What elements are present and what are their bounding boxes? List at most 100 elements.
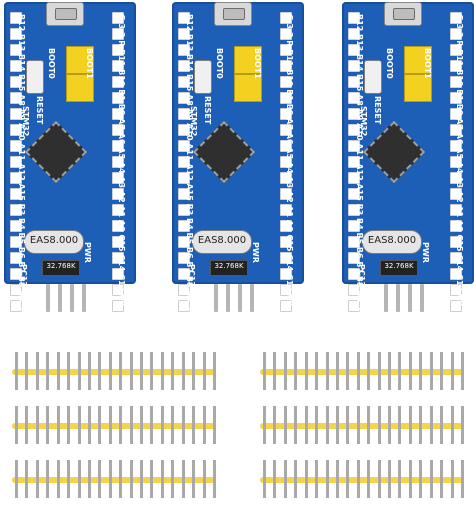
rtc-label: 32.768K xyxy=(214,262,244,270)
header-pin xyxy=(67,406,71,444)
header-pin xyxy=(98,406,102,444)
header-pin xyxy=(171,352,175,390)
header-pin xyxy=(315,352,319,390)
header-pin xyxy=(181,460,185,498)
header-pin xyxy=(192,460,196,498)
header-pin xyxy=(398,352,402,390)
header-pin xyxy=(283,460,287,498)
reset-button xyxy=(364,60,382,94)
header-pin xyxy=(35,460,39,498)
header-pin xyxy=(15,406,18,444)
header-pin xyxy=(67,352,71,390)
header-pin xyxy=(87,460,91,498)
reset-label: RESET xyxy=(203,96,212,125)
bottom-pins xyxy=(46,284,90,312)
crystal: EAS8.000 xyxy=(24,230,84,254)
header-pin xyxy=(25,352,29,390)
usb-opening xyxy=(55,8,77,20)
header-pin xyxy=(273,406,277,444)
header-pin xyxy=(119,406,123,444)
crystal-label: EAS8.000 xyxy=(367,235,417,246)
header-pin xyxy=(325,352,329,390)
header-pin xyxy=(346,352,350,390)
header-pin xyxy=(46,352,50,390)
header-pin xyxy=(377,460,381,498)
header-pin xyxy=(171,406,175,444)
header-pin xyxy=(388,406,392,444)
header-pin xyxy=(408,460,412,498)
header-pin xyxy=(429,406,433,444)
header-pin xyxy=(77,406,81,444)
header-pin xyxy=(429,460,433,498)
header-pin xyxy=(192,406,196,444)
header-pin xyxy=(419,460,423,498)
header-pin xyxy=(294,352,298,390)
header-pin xyxy=(398,406,402,444)
header-pin xyxy=(35,352,39,390)
pwr-label: PWR xyxy=(251,242,260,263)
boot1-jumper xyxy=(234,74,262,102)
header-pin xyxy=(129,460,133,498)
header-pin xyxy=(294,406,298,444)
usb-opening xyxy=(393,8,415,20)
header-pin xyxy=(408,352,412,390)
header-pin xyxy=(356,406,360,444)
header-pin xyxy=(440,460,444,498)
header-pin xyxy=(419,352,423,390)
header-pin xyxy=(273,460,277,498)
header-pin xyxy=(273,352,277,390)
rtc-crystal: 32.768K xyxy=(210,260,248,276)
header-pin xyxy=(461,406,464,444)
header-pin xyxy=(283,352,287,390)
header-pin xyxy=(450,352,454,390)
header-pin xyxy=(419,406,423,444)
bottom-pins xyxy=(214,284,258,312)
reset-button xyxy=(194,60,212,94)
header-pin xyxy=(119,460,123,498)
header-pin xyxy=(315,460,319,498)
reset-label: RESET xyxy=(35,96,44,125)
right-pin-column xyxy=(448,12,462,316)
header-pin xyxy=(346,406,350,444)
header-pin xyxy=(388,352,392,390)
crystal: EAS8.000 xyxy=(192,230,252,254)
header-pin xyxy=(87,406,91,444)
header-pin xyxy=(87,352,91,390)
header-pin xyxy=(325,460,329,498)
micro-usb-port xyxy=(384,2,422,26)
header-pin xyxy=(25,406,29,444)
header-pin xyxy=(356,460,360,498)
header-pin xyxy=(181,352,185,390)
header-pin xyxy=(160,460,164,498)
header-pin xyxy=(263,406,266,444)
header-pin xyxy=(213,460,216,498)
header-pin xyxy=(150,460,154,498)
boot1-label: BOOT1 xyxy=(85,48,94,79)
header-pin xyxy=(450,460,454,498)
header-pin xyxy=(77,460,81,498)
header-pin xyxy=(160,352,164,390)
left-pin-labels: B12 B13 B14 B15 A8 A9 A10 A11 A12 A15 B3… xyxy=(185,14,194,343)
right-pin-column xyxy=(110,12,124,316)
header-pin xyxy=(192,352,196,390)
header-pin xyxy=(202,460,206,498)
header-pin xyxy=(129,352,133,390)
header-pin xyxy=(335,460,339,498)
header-pin xyxy=(377,406,381,444)
pin-header-strip xyxy=(260,352,464,390)
rtc-label: 32.768K xyxy=(46,262,76,270)
header-pin xyxy=(461,352,464,390)
left-pin-column xyxy=(8,12,22,316)
left-pin-column xyxy=(176,12,190,316)
header-pin xyxy=(283,406,287,444)
rtc-label: 32.768K xyxy=(384,262,414,270)
pwr-label: PWR xyxy=(421,242,430,263)
header-pin xyxy=(304,352,308,390)
header-pin xyxy=(304,460,308,498)
header-pin xyxy=(304,406,308,444)
header-pin xyxy=(181,406,185,444)
header-pin xyxy=(160,406,164,444)
header-pin xyxy=(140,460,144,498)
micro-usb-port xyxy=(214,2,252,26)
